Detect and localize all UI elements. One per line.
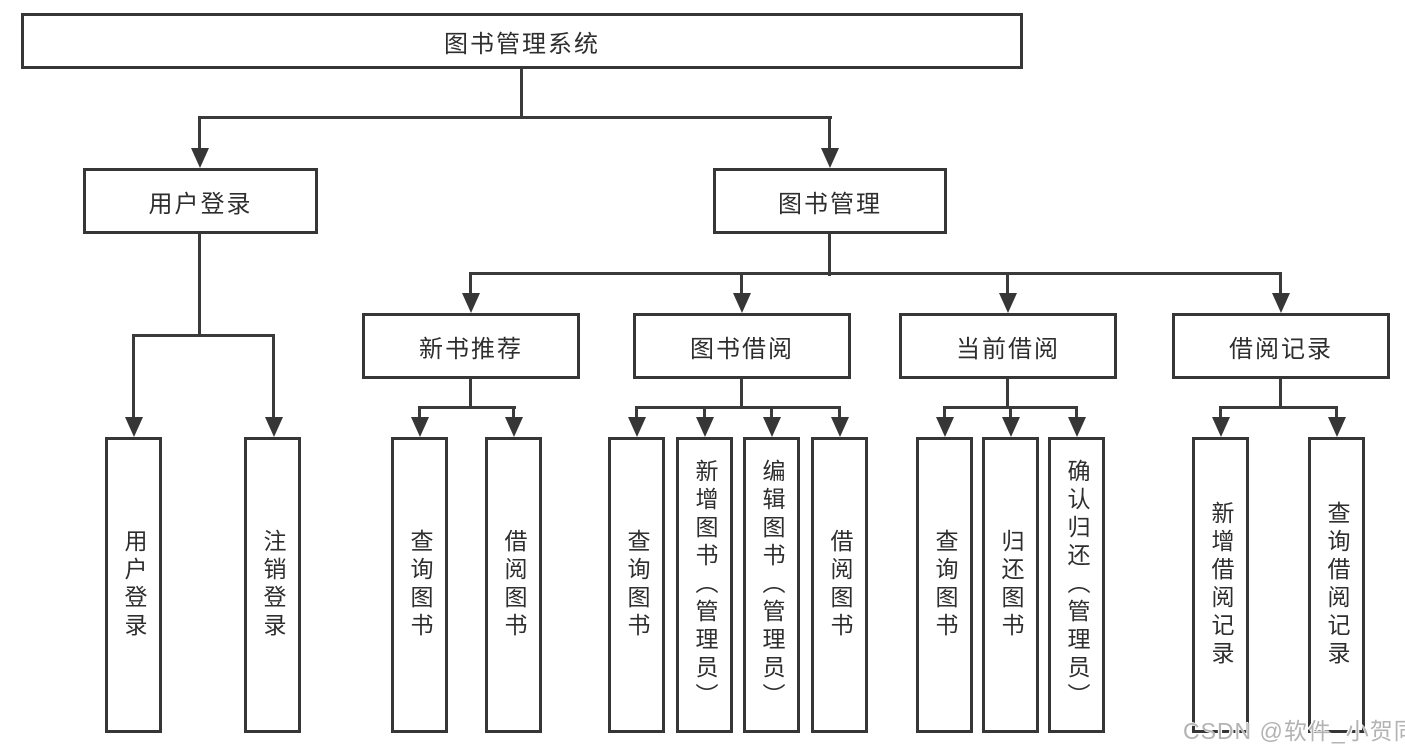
connector-leaf: [635, 406, 638, 420]
connector-leaf: [838, 406, 841, 420]
connector-bb-stub: [740, 379, 743, 409]
leaf-user-login: 用户登录: [105, 437, 162, 733]
connector-to-new-book-recommendation: [469, 272, 472, 296]
connector-to-current-borrowing: [1006, 272, 1009, 296]
csdn-watermark: CSDN @软件_小贺同学: [1183, 718, 1405, 744]
leaf-logout: 注销登录: [244, 437, 301, 733]
connector-nbr-rail: [418, 406, 516, 409]
leaf-bb-edit-books-admin: 编辑图书（管理员）: [743, 437, 800, 733]
arrowhead-down-icon: [1212, 417, 1230, 437]
leaf-bb-borrow-books: 借阅图书: [811, 437, 868, 733]
connector-cb-stub: [1006, 379, 1009, 409]
arrowhead-down-icon: [1272, 293, 1290, 313]
arrowhead-down-icon: [1002, 417, 1020, 437]
arrowhead-down-icon: [125, 417, 143, 437]
connector-to-logout-leaf: [272, 334, 275, 420]
connector-leaf: [1219, 406, 1222, 420]
arrowhead-down-icon: [936, 417, 954, 437]
connector-leaf: [1335, 406, 1338, 420]
leaf-label: 新增借阅记录: [1208, 501, 1234, 669]
connector-book-management-stub: [828, 234, 831, 276]
leaf-label: 编辑图书（管理员）: [759, 459, 785, 711]
arrowhead-down-icon: [265, 417, 283, 437]
connector-leaf: [418, 406, 421, 420]
arrowhead-down-icon: [821, 148, 839, 168]
connector-to-login-leaf: [132, 334, 135, 420]
leaf-br-add-borrow-record: 新增借阅记录: [1192, 437, 1249, 733]
node-label: 图书借阅: [690, 335, 794, 363]
leaf-label: 查询借阅记录: [1324, 501, 1350, 669]
arrowhead-down-icon: [411, 417, 429, 437]
leaf-bb-query-books: 查询图书: [608, 437, 665, 733]
node-label: 借阅记录: [1229, 335, 1333, 363]
leaf-label: 查询图书: [932, 529, 958, 641]
leaf-br-query-borrow-record: 查询借阅记录: [1308, 437, 1365, 733]
connector-level3-rail: [469, 272, 1282, 275]
leaf-cb-query-books: 查询图书: [916, 437, 973, 733]
connector-to-borrowing-records: [1279, 272, 1282, 296]
node-new-book-recommendation: 新书推荐: [362, 313, 580, 379]
connector-user-login-stub: [198, 234, 201, 337]
leaf-bb-add-books-admin: 新增图书（管理员）: [676, 437, 733, 733]
connector-leaf: [770, 406, 773, 420]
leaf-label: 借阅图书: [501, 529, 527, 641]
leaf-label: 借阅图书: [827, 529, 853, 641]
leaf-cb-return-books: 归还图书: [982, 437, 1039, 733]
node-current-borrowing: 当前借阅: [899, 313, 1117, 379]
arrowhead-down-icon: [1328, 417, 1346, 437]
connector-user-login-rail: [132, 334, 275, 337]
connector-br-rail: [1219, 406, 1337, 409]
node-library-management-system: 图书管理系统: [21, 13, 1023, 69]
arrowhead-down-icon: [733, 293, 751, 313]
node-label: 用户登录: [148, 190, 253, 218]
node-label: 图书管理系统: [444, 30, 600, 58]
connector-bb-rail: [635, 406, 841, 409]
leaf-label: 用户登录: [121, 529, 147, 641]
connector-leaf: [1009, 406, 1012, 420]
arrowhead-down-icon: [505, 417, 523, 437]
node-user-login: 用户登录: [83, 168, 318, 234]
connector-br-stub: [1279, 379, 1282, 409]
leaf-label: 归还图书: [998, 529, 1024, 641]
leaf-label: 确认归还（管理员）: [1064, 459, 1090, 711]
arrowhead-down-icon: [462, 293, 480, 313]
node-book-management: 图书管理: [713, 168, 947, 234]
connector-level2-rail: [198, 116, 832, 119]
node-borrowing-records: 借阅记录: [1172, 313, 1390, 379]
connector-to-book-management: [828, 116, 831, 152]
arrowhead-down-icon: [763, 417, 781, 437]
arrowhead-down-icon: [191, 148, 209, 168]
connector-leaf: [703, 406, 706, 420]
arrowhead-down-icon: [628, 417, 646, 437]
connector-leaf: [943, 406, 946, 420]
connector-leaf: [512, 406, 515, 420]
leaf-label: 查询图书: [407, 529, 433, 641]
node-book-borrowing: 图书借阅: [633, 313, 851, 379]
node-label: 新书推荐: [419, 335, 523, 363]
leaf-nbr-query-books: 查询图书: [391, 437, 448, 733]
arrowhead-down-icon: [1068, 417, 1086, 437]
leaf-cb-confirm-return-admin: 确认归还（管理员）: [1048, 437, 1105, 733]
node-label: 图书管理: [778, 190, 882, 218]
connector-to-book-borrowing: [740, 272, 743, 296]
leaf-label: 注销登录: [260, 529, 286, 641]
node-label: 当前借阅: [956, 335, 1060, 363]
leaf-label: 新增图书（管理员）: [692, 459, 718, 711]
arrowhead-down-icon: [999, 293, 1017, 313]
arrowhead-down-icon: [831, 417, 849, 437]
connector-leaf: [1075, 406, 1078, 420]
connector-root-stub: [520, 69, 523, 119]
leaf-nbr-borrow-books: 借阅图书: [485, 437, 542, 733]
connector-nbr-stub: [469, 379, 472, 409]
connector-to-user-login: [198, 116, 201, 152]
leaf-label: 查询图书: [624, 529, 650, 641]
arrowhead-down-icon: [696, 417, 714, 437]
